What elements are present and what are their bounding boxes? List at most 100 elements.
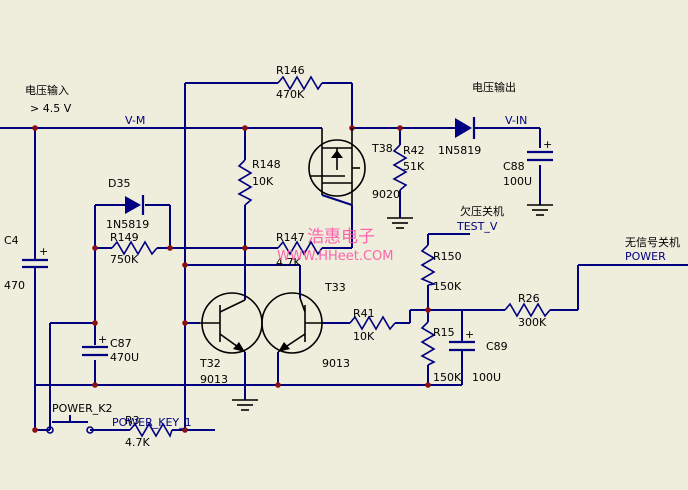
resistor-r150 xyxy=(420,244,437,286)
label-t32: T32 xyxy=(199,357,221,370)
ground-c88 xyxy=(527,204,553,216)
junction-dot xyxy=(92,320,98,326)
svg-text:+: + xyxy=(39,245,48,258)
label-vout-title: 电压输出 xyxy=(472,80,516,94)
net-power: POWER xyxy=(625,250,666,263)
resistor-r3x xyxy=(129,422,173,438)
resistor-r147 xyxy=(277,240,323,256)
push-switch-power-k2 xyxy=(46,415,94,434)
label-nosignal: 无信号关机 xyxy=(625,235,680,249)
label-c88-value: 100U xyxy=(503,175,532,188)
watermark: 浩惠电子 WWW.HHeet.COM xyxy=(277,227,394,264)
label-r42-value: 51K xyxy=(403,160,425,173)
transistor-t33 xyxy=(261,292,323,354)
label-c4-value: 470 xyxy=(4,279,25,292)
label-vin-value: > 4.5 V xyxy=(30,102,72,115)
label-r149-value: 750K xyxy=(110,253,139,266)
label-t33: T33 xyxy=(324,281,346,294)
capacitors: + + + + xyxy=(22,138,553,358)
ground-r42 xyxy=(387,217,413,229)
label-c87: C87 xyxy=(110,337,132,350)
junction-dot xyxy=(92,382,98,388)
label-r150: R150 xyxy=(433,250,462,263)
label-c4: C4 xyxy=(4,234,19,247)
diode-output xyxy=(455,117,476,139)
junction-dot xyxy=(92,245,98,251)
capacitor-c89: + xyxy=(449,328,475,358)
capacitor-c87: + xyxy=(82,333,108,357)
junction-dot xyxy=(32,125,38,131)
label-r26: R26 xyxy=(518,292,540,305)
resistor-r26 xyxy=(504,302,551,318)
label-r26-value: 300K xyxy=(518,316,547,329)
label-r146: R146 xyxy=(276,64,305,77)
junction-dot xyxy=(182,427,188,433)
diode-d35 xyxy=(125,195,145,215)
junction-dot xyxy=(182,262,188,268)
svg-text:+: + xyxy=(543,138,552,151)
junction-dot xyxy=(182,320,188,326)
svg-text:+: + xyxy=(98,333,107,346)
label-r3x-value: 4.7K xyxy=(125,436,150,449)
label-r150-value: 150K xyxy=(433,280,462,293)
label-r147-value: 4.7K xyxy=(276,256,301,269)
junction-dot xyxy=(242,245,248,251)
label-r15: R15 xyxy=(433,326,455,339)
diodes xyxy=(125,117,476,215)
label-r148: R148 xyxy=(252,158,281,171)
label-t38: T38 xyxy=(371,142,393,155)
label-d-out-value: 1N5819 xyxy=(438,144,481,157)
junction-dot xyxy=(32,427,38,433)
label-r15-value: 150K xyxy=(433,371,462,384)
watermark-url: WWW.HHeet.COM xyxy=(277,249,394,264)
label-r42: R42 xyxy=(403,144,425,157)
svg-text:+: + xyxy=(465,328,474,341)
label-power-k2: POWER_K2 xyxy=(52,402,112,415)
junction-dot xyxy=(275,382,281,388)
resistor-r149 xyxy=(111,240,158,256)
resistor-r41 xyxy=(349,315,396,331)
wires xyxy=(0,82,688,431)
junction-dot xyxy=(397,125,403,131)
label-r147: R147 xyxy=(276,231,305,244)
resistor-r148 xyxy=(237,159,253,206)
label-r148-value: 10K xyxy=(252,175,274,188)
net-vin: V-IN xyxy=(505,114,527,127)
net-test-v: TEST_V xyxy=(456,220,498,233)
label-undervolt: 欠压关机 xyxy=(460,204,504,218)
label-r149: R149 xyxy=(110,231,139,244)
capacitor-c4: + xyxy=(22,245,48,272)
junctions xyxy=(32,125,431,433)
label-r3x: R3 xyxy=(125,414,140,427)
label-vin-title: 电压输入 xyxy=(25,83,69,97)
capacitor-c88: + xyxy=(527,138,553,162)
resistors xyxy=(111,75,551,438)
label-c89: C89 xyxy=(486,340,508,353)
label-r146-value: 470K xyxy=(276,88,305,101)
label-d35-value: 1N5819 xyxy=(106,218,149,231)
watermark-name: 浩惠电子 xyxy=(307,227,375,247)
label-r41: R41 xyxy=(353,307,375,320)
label-t38-value: 9020 xyxy=(372,188,400,201)
labels: 电压输入 > 4.5 V 电压输出 V-M V-IN C4 470 D35 1N… xyxy=(4,64,680,449)
resistor-r42 xyxy=(392,144,408,191)
net-vm: V-M xyxy=(125,114,145,127)
label-c89-value: 100U xyxy=(472,371,501,384)
junction-dot xyxy=(167,245,173,251)
junction-dot xyxy=(425,382,431,388)
label-t33-value: 9013 xyxy=(322,357,350,370)
ground-t32 xyxy=(232,399,258,411)
mosfet-t38 xyxy=(308,128,366,206)
resistor-r146 xyxy=(277,75,323,91)
label-c87-value: 470U xyxy=(110,351,139,364)
label-c88: C88 xyxy=(503,160,525,173)
resistor-r15 xyxy=(420,321,436,366)
junction-dot xyxy=(242,125,248,131)
label-r41-value: 10K xyxy=(353,330,375,343)
label-t32-value: 9013 xyxy=(200,373,228,386)
junction-dot xyxy=(425,307,431,313)
transistor-t32 xyxy=(200,292,263,354)
label-d35: D35 xyxy=(108,177,130,190)
net-power-key: POWER_KEY_1 xyxy=(112,416,192,429)
